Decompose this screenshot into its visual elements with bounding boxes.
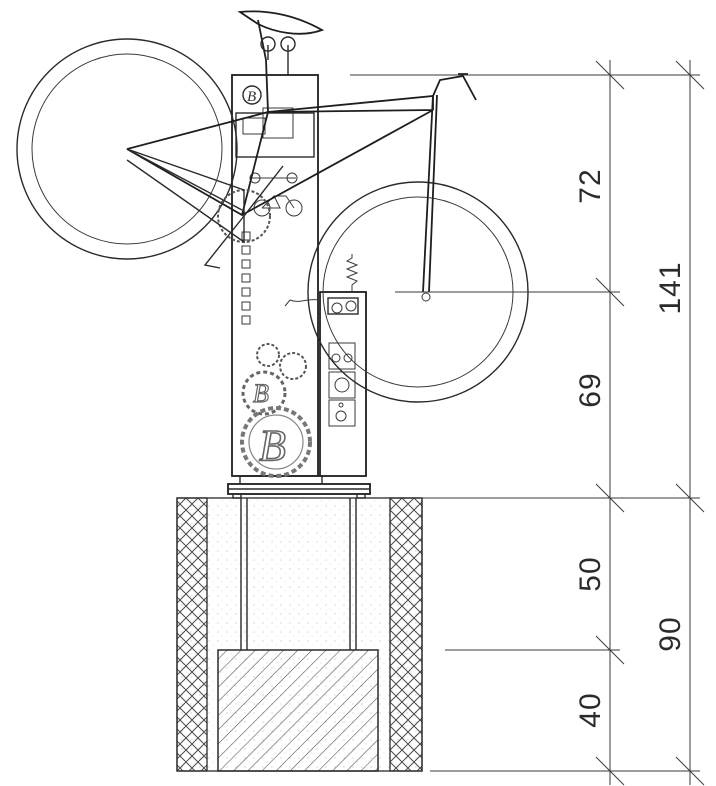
pump-hose [284, 299, 321, 307]
handlebar [432, 73, 477, 101]
accessibility-icon [328, 399, 356, 427]
dim-72: 72 [574, 168, 607, 203]
clamp-arm [267, 45, 289, 75]
tool-panel [235, 112, 315, 158]
concrete-footing [217, 649, 379, 772]
tool-slots [241, 231, 251, 325]
foundation-wall-left [176, 497, 208, 772]
pump-spring [345, 254, 359, 292]
dim-50: 50 [574, 556, 607, 591]
saddle [237, 10, 325, 35]
dim-90: 90 [654, 616, 687, 651]
gears-logo: B B [240, 343, 312, 478]
dim-40: 40 [574, 692, 607, 727]
pump-sign-icon [328, 371, 356, 399]
foundation [176, 497, 423, 772]
dimension-lines [350, 60, 705, 786]
seat-post [257, 19, 269, 113]
rear-wheel [16, 38, 238, 260]
bike-frame [126, 95, 434, 217]
main-post: B [231, 74, 319, 478]
logo-gear-letter-small: B [253, 379, 269, 408]
bicycle [16, 10, 529, 403]
logo-top-letter: B [247, 89, 256, 105]
logo-gear-letter: B [259, 421, 286, 470]
base-plate [227, 475, 371, 499]
dim-141: 141 [654, 261, 687, 314]
dim-69: 69 [574, 372, 607, 407]
bike-icon [253, 195, 303, 217]
foundation-wall-right [389, 497, 423, 772]
pump-unit [284, 254, 367, 477]
logo-top-icon [242, 85, 262, 105]
fork [422, 94, 438, 293]
